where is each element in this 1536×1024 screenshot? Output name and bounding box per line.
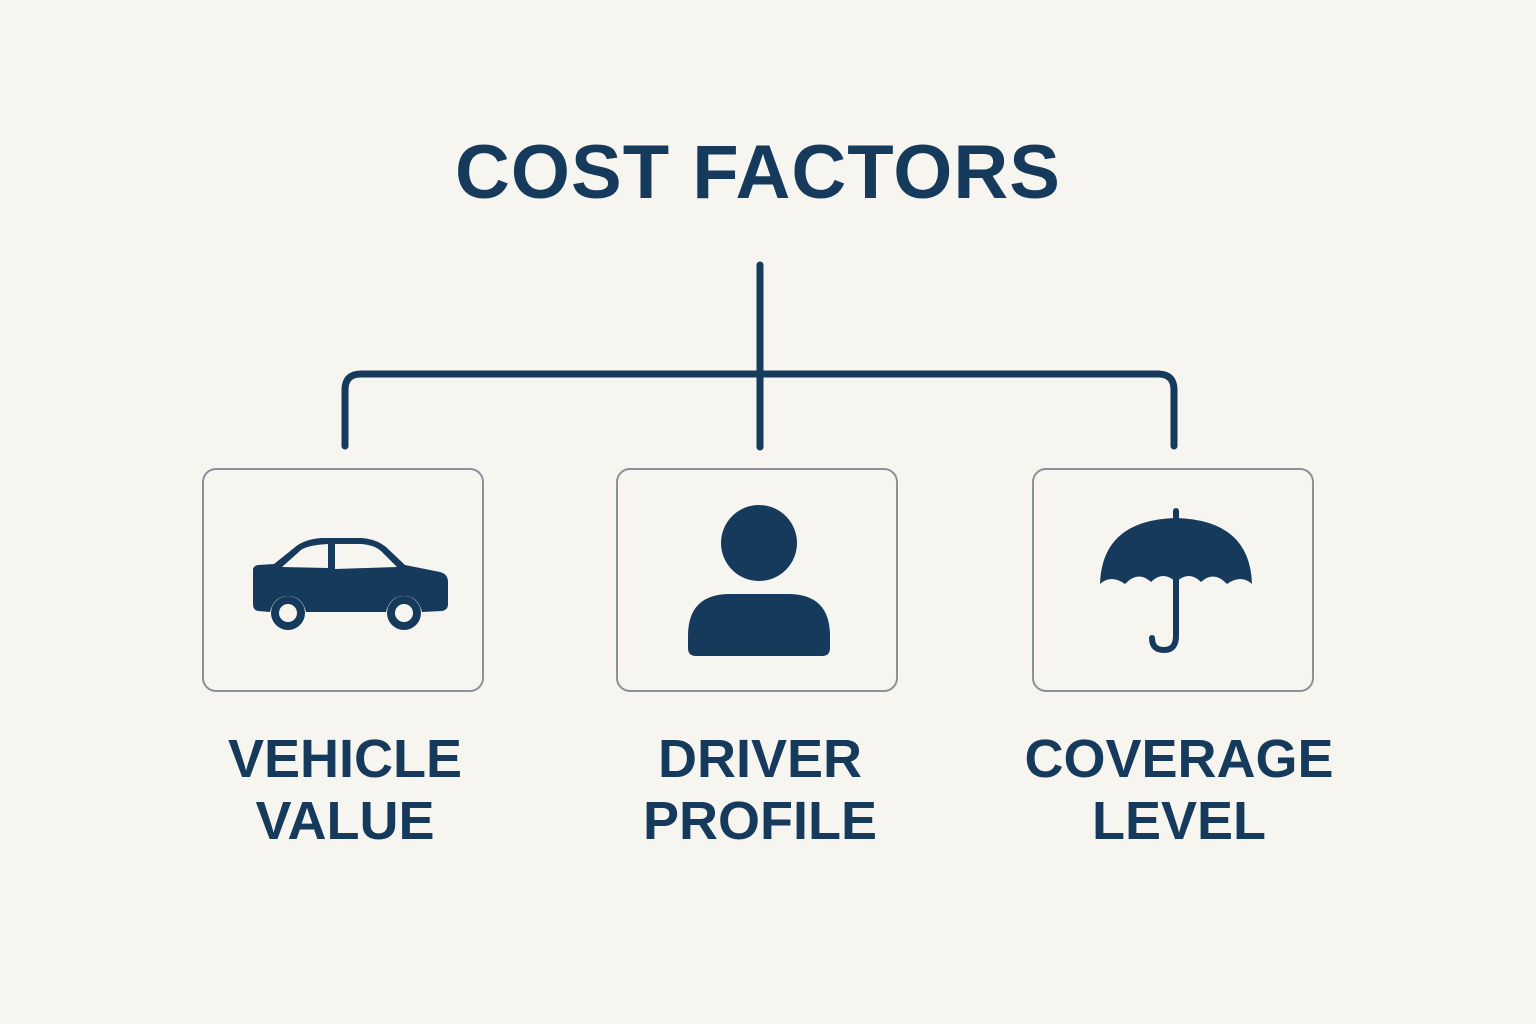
umbrella-icon xyxy=(1100,508,1252,654)
coverage-level-card xyxy=(1032,468,1314,692)
branch-line xyxy=(341,370,1178,450)
vehicle-value-card xyxy=(202,468,484,692)
vehicle-value-label-line1: VEHICLE xyxy=(227,729,463,789)
car-icon xyxy=(253,538,448,630)
driver-profile-label: DRIVER PROFILE xyxy=(580,728,940,852)
person-icon xyxy=(688,505,830,656)
driver-profile-card xyxy=(616,468,898,692)
coverage-level-label-line1: COVERAGE xyxy=(1024,729,1334,789)
driver-profile-label-line1: DRIVER xyxy=(657,729,863,789)
diagram-title: COST FACTORS xyxy=(455,130,1061,215)
vehicle-value-label: VEHICLE VALUE xyxy=(165,728,525,852)
coverage-level-label: COVERAGE LEVEL xyxy=(999,728,1359,852)
coverage-level-label-line2: LEVEL xyxy=(1091,791,1267,851)
driver-profile-label-line2: PROFILE xyxy=(642,791,877,851)
vehicle-value-label-line2: VALUE xyxy=(255,791,435,851)
